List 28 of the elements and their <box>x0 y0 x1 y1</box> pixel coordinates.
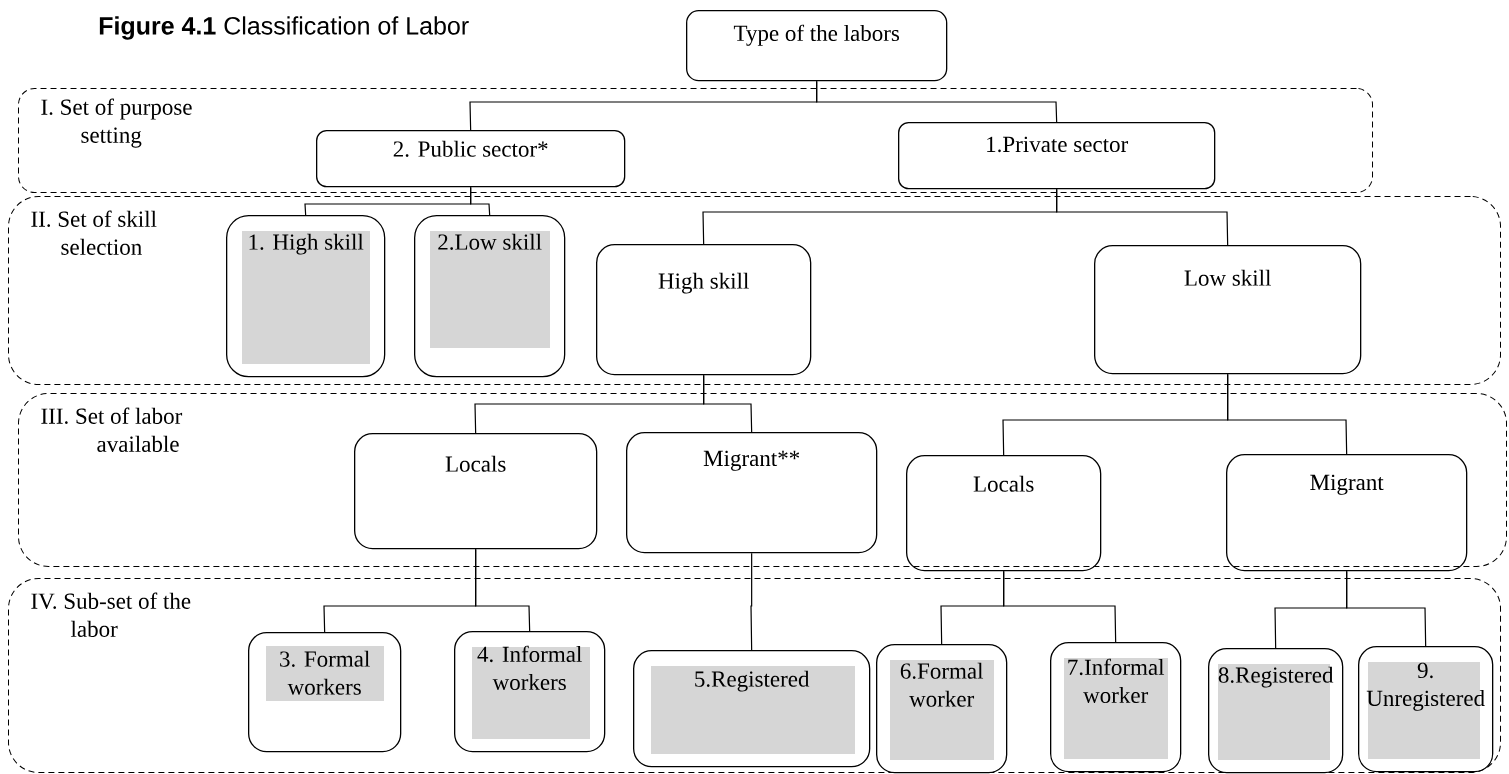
root-box: Type of the labors <box>686 10 948 82</box>
category-box: 1.Private sector <box>898 122 1216 190</box>
category-box: 2.Low skill <box>414 215 566 378</box>
category-box: 1. High skill <box>226 215 386 378</box>
connector-line <box>475 548 531 632</box>
connector-line <box>1003 570 1117 643</box>
figure-title: Figure 4.1 Classification of Labor <box>99 16 469 40</box>
category-box: Migrant** <box>626 432 878 554</box>
category-box: High skill <box>596 244 812 376</box>
category-box: 4. Informal workers <box>454 631 606 753</box>
category-box: Low skill <box>1094 245 1362 375</box>
connector-line <box>750 552 753 651</box>
connector-line <box>703 374 753 433</box>
connector-line <box>816 80 1058 123</box>
category-box: 6.Formal worker <box>876 644 1008 774</box>
connector-line <box>1227 373 1348 455</box>
category-box: 5.Registered <box>633 650 871 768</box>
category-box: 7.Informal worker <box>1050 642 1182 773</box>
category-box: 9. Unregistered <box>1358 646 1494 773</box>
connector-line <box>1346 570 1427 647</box>
category-box: 3. Formal workers <box>248 632 402 753</box>
category-box: Locals <box>906 455 1102 572</box>
connector-line <box>1056 188 1229 246</box>
connector-line <box>470 186 491 216</box>
category-box: Locals <box>354 433 598 550</box>
category-box: 8.Registered <box>1208 648 1344 774</box>
category-box: 2. Public sector* <box>316 130 626 188</box>
category-box: Migrant <box>1226 454 1468 572</box>
